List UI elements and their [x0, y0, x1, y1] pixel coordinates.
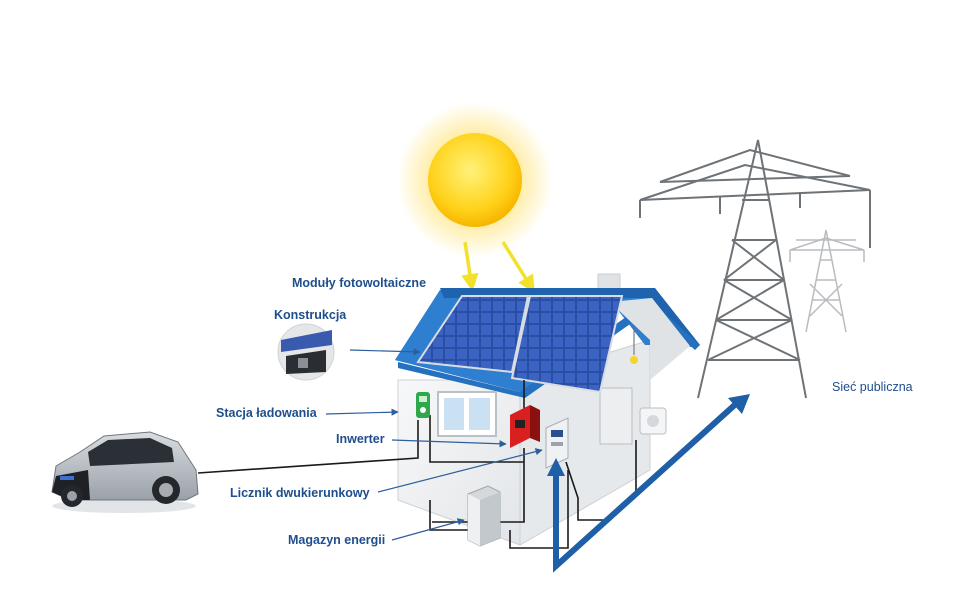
label-charging-station: Stacja ładowania — [216, 406, 317, 420]
bidirectional-meter-icon — [545, 417, 569, 469]
inverter-icon — [510, 405, 540, 448]
mounting-bracket-icon — [277, 323, 335, 381]
grid-arrow-head-up — [547, 458, 565, 476]
label-mounting: Konstrukcja — [274, 308, 347, 322]
label-energy-storage: Magazyn energii — [288, 533, 386, 547]
label-inverter: Inwerter — [336, 432, 385, 446]
grid-flow-arrow — [553, 399, 741, 573]
pv-panel-right — [510, 295, 624, 394]
power-pylon-back-icon — [789, 229, 865, 333]
sun-icon — [397, 102, 553, 258]
label-public-grid: Sieć publiczna — [832, 380, 913, 394]
label-arrows — [325, 348, 543, 541]
label-bidirectional-meter: Licznik dwukierunkowy — [230, 486, 370, 500]
sunlight-arrows — [461, 241, 535, 293]
grid-arrow-head-right — [728, 394, 750, 414]
charging-station-icon — [416, 392, 430, 418]
electric-car-icon — [51, 431, 199, 513]
label-pv-modules: Moduły fotowoltaiczne — [292, 276, 427, 290]
power-pylon-icon — [639, 139, 871, 399]
pv-panel-left — [416, 295, 530, 374]
energy-storage-icon — [467, 485, 501, 547]
